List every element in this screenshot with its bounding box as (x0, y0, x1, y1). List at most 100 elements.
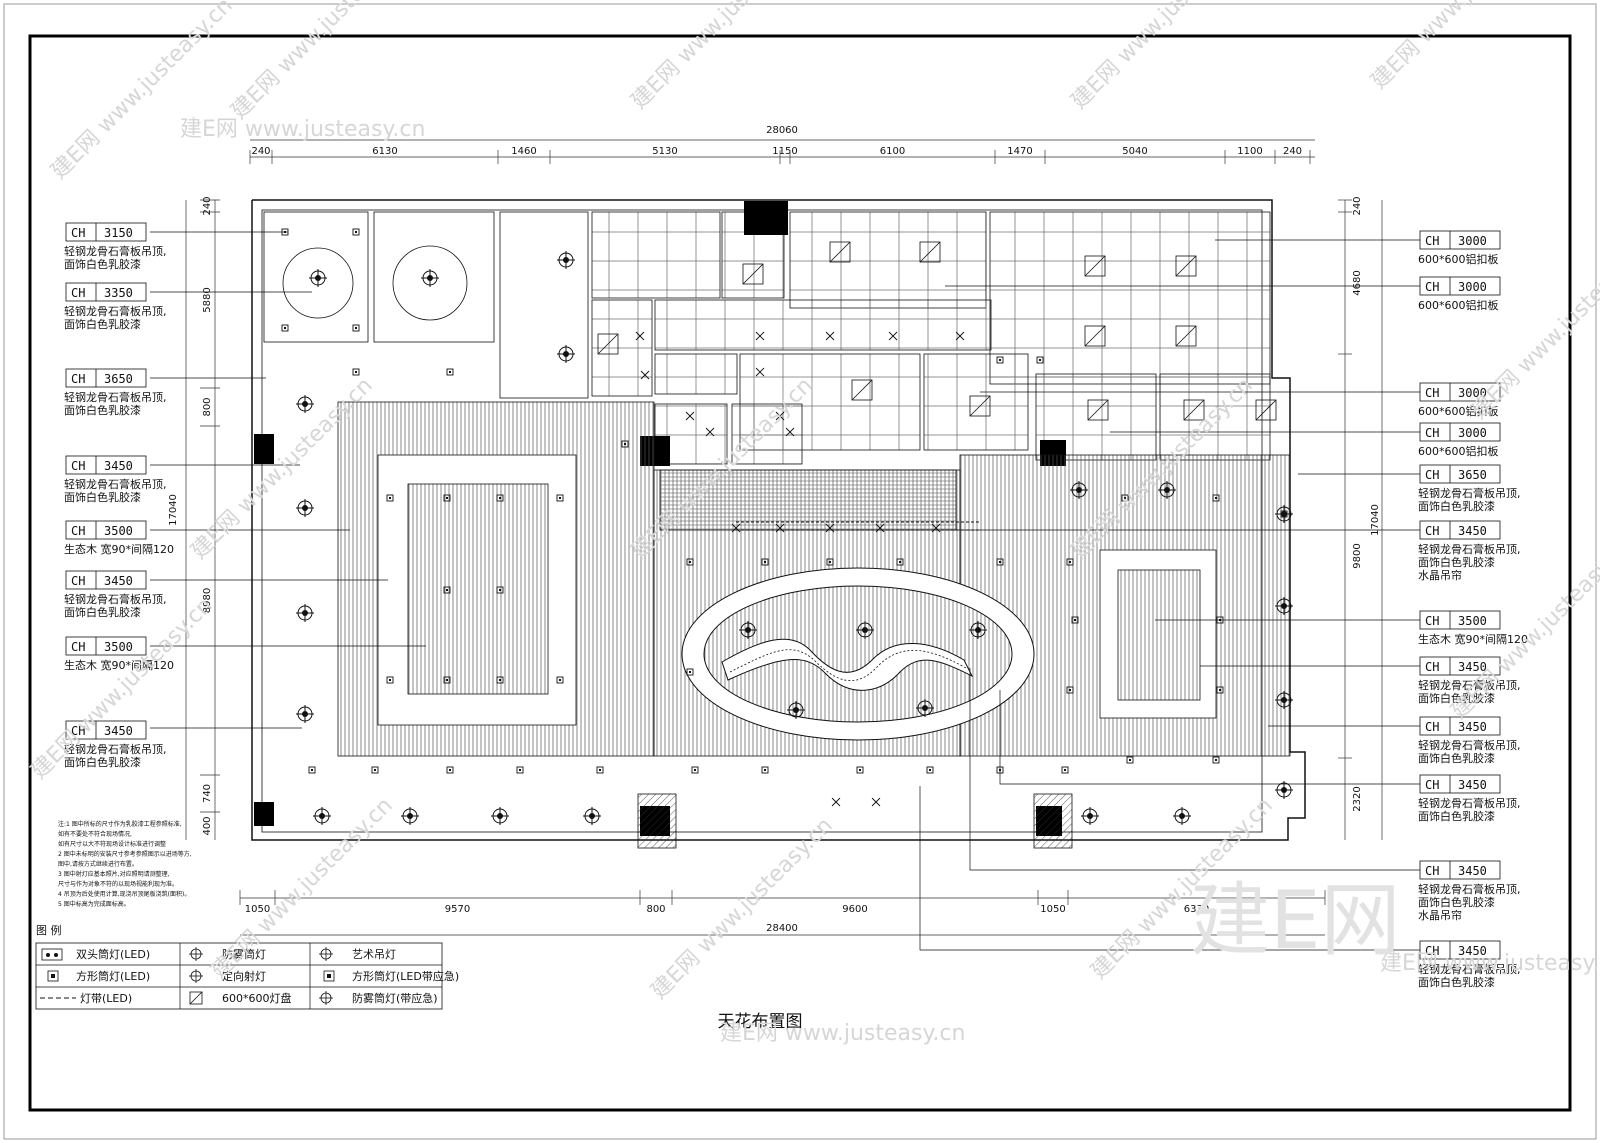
ch-tag: CH (1425, 660, 1439, 674)
note-line: 如有尺寸以大不符现场设计标准进行调整 (58, 840, 166, 848)
ceiling-height-value: 3150 (104, 226, 133, 240)
watermark-text: 建E网 www.justeasy.cn (627, 0, 818, 114)
ch-tag: CH (71, 574, 85, 588)
spot-light-icon (189, 969, 203, 983)
material-description: 轻钢龙骨石膏板吊顶, (64, 592, 167, 606)
ch-tag: CH (71, 459, 85, 473)
square-emergency-light-icon (323, 970, 335, 982)
material-description: 轻钢龙骨石膏板吊顶, (64, 244, 167, 258)
note-line: 注:1 图中所标的尺寸作为乳胶漆工程参照标准, (58, 820, 182, 828)
material-description: 600*600铝扣板 (1418, 444, 1499, 458)
material-description: 生态木 宽90*间隔120 (64, 542, 174, 556)
ceiling-height-value: 3000 (1458, 386, 1487, 400)
note-line: 尺寸与作为对象不符的以现场视能利现为准。 (58, 880, 178, 888)
ceiling-height-value: 3450 (1458, 944, 1487, 958)
dim-right-segment: 240 (1352, 196, 1363, 215)
legend-label: 防雾筒灯(带应急) (352, 991, 438, 1005)
brand-watermark: 建E网 (1190, 874, 1401, 967)
material-description: 轻钢龙骨石膏板吊顶, (1418, 678, 1521, 692)
note-line: 如有不要处不符合现场情况, (58, 830, 132, 838)
legend-label: 定向射灯 (222, 969, 266, 983)
watermark-text: 建E网 www.justeasy.cn (1380, 951, 1600, 976)
dim-top-segment: 6100 (880, 146, 905, 157)
dim-bottom-segment: 9600 (842, 904, 867, 915)
material-description: 面饰白色乳胶漆 (1418, 895, 1495, 909)
material-description: 水晶吊帘 (1418, 568, 1462, 582)
material-description: 生态木 宽90*间隔120 (64, 658, 174, 672)
dim-top-segment: 1150 (772, 146, 797, 157)
ceiling-height-value: 3500 (104, 640, 133, 654)
ceiling-height-value: 3450 (1458, 720, 1487, 734)
square-downlight-icon (47, 970, 59, 982)
dim-top-segment: 1100 (1237, 146, 1262, 157)
ch-tag: CH (71, 372, 85, 386)
ceiling-height-value: 3450 (104, 574, 133, 588)
ch-tag: CH (1425, 280, 1439, 294)
ceiling-height-value: 3350 (104, 286, 133, 300)
ceiling-height-value: 3500 (104, 524, 133, 538)
watermark-text: 建E网 www.justeasy.cn (180, 117, 425, 142)
note-line: 图中,请按方式继续进行布置。 (58, 860, 138, 868)
dim-left-total: 17040 (168, 494, 179, 526)
ch-tag: CH (1425, 778, 1439, 792)
dome-room-1 (263, 211, 369, 343)
material-description: 生态木 宽90*间隔120 (1418, 632, 1528, 646)
dim-bottom-segment: 800 (646, 904, 665, 915)
ceiling-height-value: 3450 (104, 724, 133, 738)
dim-right-segment: 9800 (1352, 543, 1363, 568)
note-line: 4 吊顶为后处使用计算,现浇吊顶尾板浇筑(面积)。 (58, 890, 190, 898)
dim-right-segment: 2320 (1352, 786, 1363, 811)
legend-label: 防雾筒灯 (222, 947, 266, 961)
panel-light-icon (189, 991, 203, 1005)
ceiling-height-value: 3450 (1458, 524, 1487, 538)
material-description: 600*600铝扣板 (1418, 252, 1499, 266)
material-description: 面饰白色乳胶漆 (64, 403, 141, 417)
material-description: 面饰白色乳胶漆 (1418, 555, 1495, 569)
watermark-text: 建E网 www.justeasy.cn (1067, 0, 1258, 114)
led-light-strip (736, 521, 980, 531)
material-description: 轻钢龙骨石膏板吊顶, (1418, 882, 1521, 896)
dim-left-segment: 800 (202, 397, 213, 416)
dim-right-segment: 4680 (1352, 270, 1363, 295)
dim-bottom-total: 28400 (766, 923, 798, 934)
note-line: 2 图中未标明的安装尺寸参考参照图示以进场等方, (58, 850, 192, 858)
aluminium-grid-zones (591, 211, 1277, 465)
legend-label: 方形筒灯(LED带应急) (352, 969, 459, 983)
dim-bottom-segment: 1050 (245, 904, 270, 915)
art-chandelier-icon (319, 947, 333, 961)
dim-top-segment: 240 (251, 146, 270, 157)
leader-lines (150, 231, 1420, 951)
legend-label: 艺术吊灯 (352, 948, 396, 961)
dim-left-segment: 740 (202, 784, 213, 803)
material-description: 轻钢龙骨石膏板吊顶, (1418, 486, 1521, 500)
dim-top-total: 28060 (766, 125, 798, 136)
ceiling-height-value: 3450 (1458, 864, 1487, 878)
sheet-frame (28, 34, 1572, 1112)
dim-top-segment: 1470 (1007, 146, 1032, 157)
watermark-text: 建E网 www.justeasy.cn (1367, 0, 1558, 94)
ceiling-height-value: 3450 (1458, 660, 1487, 674)
dim-left-segment: 240 (202, 196, 213, 215)
material-description: 轻钢龙骨石膏板吊顶, (64, 304, 167, 318)
ceiling-height-value: 3650 (1458, 468, 1487, 482)
watermark-text: 建E网 www.justeasy.cn (720, 1021, 965, 1046)
dim-top-segment: 5130 (652, 146, 677, 157)
drawing-notes: 注:1 图中所标的尺寸作为乳胶漆工程参照标准, 如有不要处不符合现场情况, 如有… (58, 820, 192, 908)
dome-room-2 (373, 211, 495, 343)
